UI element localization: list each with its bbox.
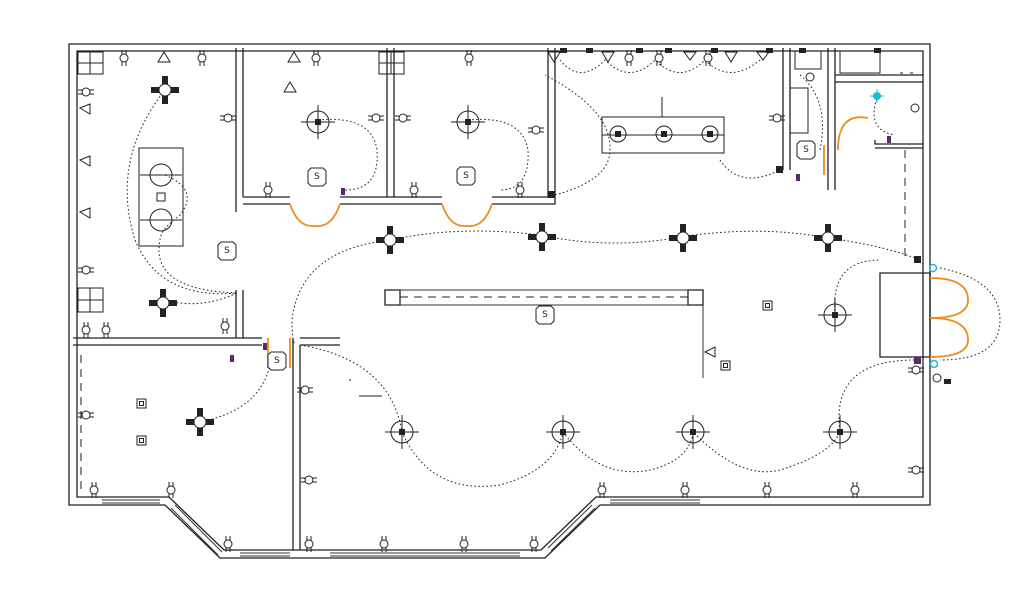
ceiling-fan-icon xyxy=(151,76,179,104)
ceiling-light-icon xyxy=(385,415,419,449)
pendant-light-icon xyxy=(701,125,719,143)
ceiling-light-icon xyxy=(301,105,335,139)
switch-symbol: S xyxy=(456,166,476,186)
thermostats xyxy=(910,103,942,383)
accent-markers xyxy=(230,48,951,384)
receptacles xyxy=(78,50,924,552)
receptacle-icon xyxy=(311,50,321,66)
receptacle-icon xyxy=(769,113,785,123)
switch-symbol: S xyxy=(267,351,287,371)
ceiling-fan-icon xyxy=(186,408,214,436)
door-swings xyxy=(267,116,969,368)
receptacle-icon xyxy=(395,113,411,123)
ceiling-fan-icon xyxy=(376,226,404,254)
receptacle-icon xyxy=(297,385,313,395)
receptacle-icon xyxy=(119,50,129,66)
receptacle-icon xyxy=(597,482,607,498)
receptacle-icon xyxy=(908,365,924,375)
switch-symbol: S xyxy=(217,241,237,261)
pendant-light-icon xyxy=(609,125,627,143)
receptacle-icon xyxy=(78,410,94,420)
receptacle-icon xyxy=(101,322,111,338)
receptacle-icon xyxy=(78,265,94,275)
interior-walls xyxy=(73,48,931,550)
receptacle-icon xyxy=(459,536,469,552)
receptacle-icon xyxy=(81,322,91,338)
misc-marks xyxy=(349,379,382,397)
junction-boxes xyxy=(136,300,773,446)
receptacle-icon xyxy=(220,318,230,334)
wiring-runs xyxy=(126,59,1001,487)
switch-label: S xyxy=(314,172,320,182)
ceiling-light-icon xyxy=(823,415,857,449)
receptacle-icon xyxy=(515,182,525,198)
ceiling-fans xyxy=(149,76,842,436)
switch-symbol: S xyxy=(796,140,816,160)
receptacle-icon xyxy=(166,482,176,498)
receptacle-icon xyxy=(529,536,539,552)
data-outlets xyxy=(78,51,770,358)
receptacle-icon xyxy=(89,482,99,498)
receptacle-icon xyxy=(368,113,384,123)
ceiling-light-icon xyxy=(818,298,852,332)
receptacle-icon xyxy=(263,182,273,198)
ceiling-fan-icon xyxy=(149,289,177,317)
receptacle-icon xyxy=(379,536,389,552)
ceiling-fan-icon xyxy=(669,224,697,252)
receptacle-icon xyxy=(409,182,419,198)
receptacle-icon xyxy=(624,50,634,66)
closets xyxy=(77,50,913,313)
switch-label: S xyxy=(542,310,548,320)
receptacle-icon xyxy=(220,113,236,123)
receptacle-icon xyxy=(301,475,317,485)
switch-symbol: S xyxy=(535,305,555,325)
ceiling-light-icon xyxy=(451,105,485,139)
receptacle-icon xyxy=(304,536,314,552)
ceiling-lights xyxy=(301,105,857,449)
switch-label: S xyxy=(274,356,280,366)
receptacle-icon xyxy=(850,482,860,498)
dining-fixture xyxy=(138,147,184,247)
ceiling-fan-icon xyxy=(814,224,842,252)
ceiling-light-icon xyxy=(546,415,580,449)
pendant-light-icon xyxy=(655,125,673,143)
kitchen-light-bar xyxy=(601,97,725,154)
ceiling-light-icon xyxy=(676,415,710,449)
switch-label: S xyxy=(224,246,230,256)
switch-label: S xyxy=(803,145,809,155)
receptacle-icon xyxy=(223,536,233,552)
switches: S S S S S S xyxy=(217,140,816,371)
receptacle-icon xyxy=(464,50,474,66)
receptacle-icon xyxy=(78,87,94,97)
outer-walls xyxy=(68,43,931,559)
windows xyxy=(102,499,700,557)
receptacle-icon xyxy=(528,125,544,135)
switch-label: S xyxy=(463,171,469,181)
receptacle-icon xyxy=(703,50,713,66)
receptacle-icon xyxy=(908,465,924,475)
ceiling-fan-icon xyxy=(528,223,556,251)
receptacle-icon xyxy=(654,50,664,66)
switch-symbol: S xyxy=(307,167,327,187)
receptacle-icon xyxy=(762,482,772,498)
receptacle-icon xyxy=(197,50,207,66)
receptacle-icon xyxy=(680,482,690,498)
